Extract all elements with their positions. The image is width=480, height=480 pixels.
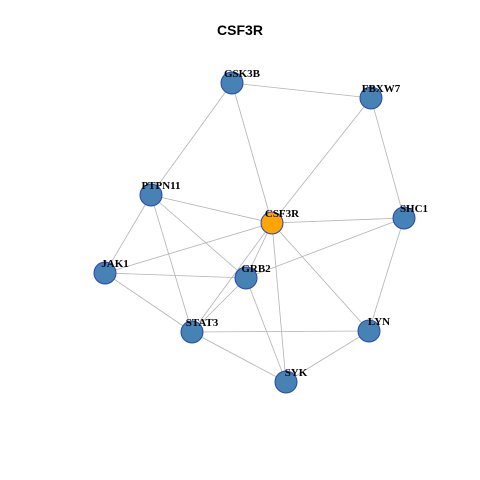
edge-shc1-grb2 [245,217,405,279]
edge-ptpn11-grb2 [150,194,247,279]
node-gsk3b[interactable] [220,71,244,95]
edge-ptpn11-stat3 [150,194,193,333]
node-stat3[interactable] [180,320,204,344]
edge-lyn-syk [285,330,370,383]
node-grb2[interactable] [234,266,258,290]
edge-ptpn11-jak1 [104,194,152,274]
edge-csf3r-jak1 [104,222,273,274]
node-label-lyn: LYN [368,316,390,328]
node-shc1[interactable] [392,206,416,230]
edge-grb2-syk [245,277,287,383]
node-label-grb2: GRB2 [241,263,271,275]
edge-stat3-syk [191,331,287,383]
edges-layer [104,82,405,383]
edge-gsk3b-fbxw7 [231,82,372,99]
edge-ptpn11-csf3r [150,194,273,224]
node-label-stat3: STAT3 [186,317,219,329]
node-csf3r[interactable] [260,211,284,235]
edge-jak1-grb2 [104,272,247,279]
node-lyn[interactable] [357,319,381,343]
edge-fbxw7-csf3r [271,97,372,224]
edge-grb2-stat3 [191,277,247,333]
edge-csf3r-lyn [271,222,370,332]
node-label-fbxw7: FBXW7 [362,83,401,95]
edge-gsk3b-ptpn11 [150,82,233,196]
node-label-shc1: SHC1 [400,203,428,215]
edge-fbxw7-shc1 [370,97,405,219]
node-jak1[interactable] [93,261,117,285]
node-label-csf3r: CSF3R [265,208,300,220]
edge-gsk3b-csf3r [231,82,273,224]
node-label-jak1: JAK1 [101,258,129,270]
nodes-layer [93,71,416,394]
edge-jak1-stat3 [104,272,193,333]
node-label-syk: SYK [285,367,308,379]
edge-shc1-lyn [368,217,405,332]
node-ptpn11[interactable] [139,183,163,207]
node-fbxw7[interactable] [359,86,383,110]
node-label-gsk3b: GSK3B [224,68,261,80]
diagram-title: CSF3R [217,22,263,38]
edge-stat3-lyn [191,330,370,333]
node-syk[interactable] [274,370,298,394]
edge-csf3r-shc1 [271,217,405,224]
node-label-ptpn11: PTPN11 [141,180,180,192]
edge-csf3r-syk [271,222,287,383]
